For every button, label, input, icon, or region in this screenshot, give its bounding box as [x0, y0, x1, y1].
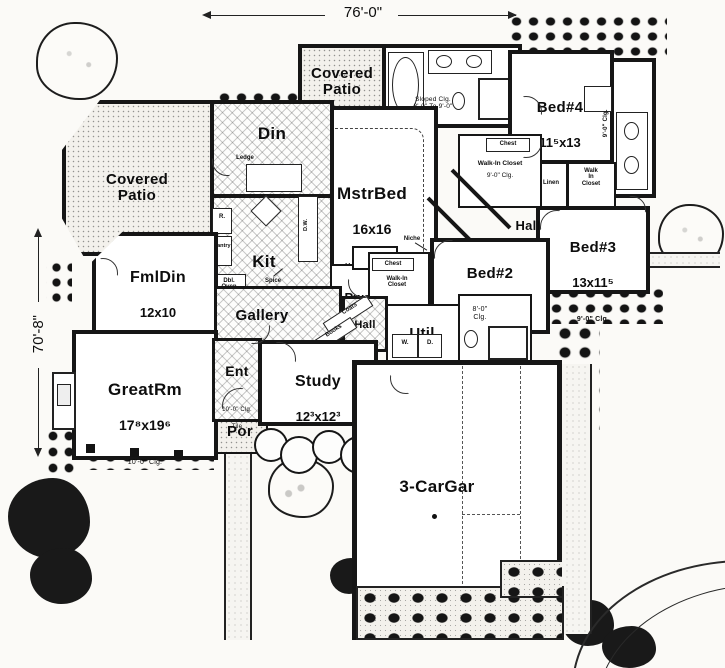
- din-name: Din: [257, 124, 287, 144]
- ent-label: Ent 10'-0" Clg. Tile: [212, 346, 262, 432]
- sink-icon: [466, 55, 482, 68]
- tree-dark-icon: [8, 478, 90, 558]
- wic-bed2-label: Walk-In Closet: [386, 276, 408, 289]
- hall-lower-name: Hall: [354, 319, 376, 332]
- greatrm-label: GreatRm 17⁸x19⁶ 10'-0" Clg.: [84, 364, 206, 469]
- toilet-icon: [452, 92, 465, 110]
- garage-label: 3-CarGar: [399, 477, 475, 496]
- front-walkway: [224, 454, 252, 640]
- shrub-left-upper: [46, 258, 72, 304]
- tub-icon: [392, 57, 419, 113]
- dim-line-top-left: [205, 15, 325, 16]
- toilet-icon: [464, 330, 478, 348]
- greatrm-size: 17⁸x19⁶: [119, 416, 171, 433]
- dim-top-label: 76'-0": [343, 4, 383, 21]
- fmldin-size: 12x10: [139, 304, 177, 320]
- refrigerator-label: R.: [219, 214, 225, 220]
- shrub-left-lower: [42, 426, 76, 474]
- study-name: Study: [295, 373, 341, 391]
- greatrm-name: GreatRm: [108, 380, 182, 400]
- dim-line-left-lower: [38, 368, 39, 450]
- kit-name: Kit: [252, 252, 276, 272]
- bed3-name: Bed#3: [569, 239, 617, 257]
- dim-arrow-left: [202, 11, 211, 19]
- covered-patio-top-label: Covered Patio: [310, 65, 374, 99]
- dim-line-left-upper: [38, 232, 39, 302]
- dim-arrow-up: [34, 228, 42, 237]
- bath-lower-clg: 8'-0" Clg.: [472, 306, 488, 321]
- ent-note: 10'-0" Clg. Tile: [222, 406, 252, 431]
- garage-center-dot: [432, 514, 437, 519]
- garage-dash-line: [520, 366, 521, 634]
- planting-bed: [500, 560, 562, 598]
- firebox: [57, 384, 71, 406]
- dim-left-label: 70'-8": [29, 314, 47, 354]
- closet-divider: [566, 164, 569, 208]
- sink-icon: [624, 122, 639, 140]
- porch-post: [174, 450, 183, 459]
- wic-right-label: Walk In Closet: [581, 168, 601, 187]
- garage-dash-line: [462, 366, 463, 634]
- tree-dark-icon: [30, 548, 92, 604]
- porch-post: [130, 448, 139, 457]
- ent-name: Ent: [225, 363, 249, 380]
- bed3-door-swing: [540, 210, 561, 231]
- bed4-size: 11⁵x13: [539, 134, 581, 150]
- washer-icon: [392, 334, 418, 358]
- spice-label: Spice: [264, 278, 281, 284]
- ledge-label: Ledge: [236, 155, 254, 161]
- front-door-swing: [222, 388, 244, 410]
- washer-label: W.: [401, 340, 409, 346]
- por-label: Por: [227, 423, 253, 440]
- side-walk: [650, 252, 720, 268]
- kitchen-counter-right: [298, 196, 318, 262]
- dim-arrow-down: [34, 448, 42, 457]
- tree-icon: [36, 22, 118, 100]
- bed3-label: Bed#3 13x11⁵ 9'-0" Clg.: [544, 222, 642, 326]
- room-greatrm: [72, 330, 218, 460]
- fmldin-name: FmlDin: [129, 269, 187, 287]
- hedge-top-right: [505, 12, 667, 56]
- dryer-icon: [418, 334, 442, 358]
- kitchen-bar: [246, 164, 302, 192]
- gallery-name: Gallery: [235, 307, 289, 325]
- mstrbed-size: 16x16: [352, 220, 392, 237]
- wic-master-clg: 9'-0" Clg.: [486, 172, 514, 179]
- chest-box: [486, 138, 530, 152]
- mstrbed-name: MstrBed: [336, 184, 408, 204]
- room-gallery: [214, 286, 342, 346]
- chest-master-label: Chest: [499, 141, 517, 147]
- bed2-name: Bed#2: [466, 265, 514, 283]
- pantry-label: Pantry: [213, 243, 231, 249]
- bed2-door-swing: [434, 240, 454, 260]
- refrigerator-box: [212, 208, 232, 234]
- sink-icon: [624, 156, 639, 174]
- room-linen-wic: [536, 162, 616, 210]
- tub-icon: [584, 86, 612, 112]
- dim-line-top-right: [398, 15, 516, 16]
- hall-upper-name: Hall: [515, 218, 541, 234]
- bed4-name: Bed#4: [536, 99, 584, 117]
- chest-bed2-label: Chest: [384, 261, 402, 267]
- bed3-note: 9'-0" Clg.: [576, 316, 610, 324]
- niche-label: Niche: [403, 236, 421, 242]
- linen-label: Linen: [543, 180, 559, 186]
- dishwasher-label: D.W.: [303, 219, 310, 231]
- wic-master-label: Walk-In Closet: [477, 160, 523, 167]
- sink-icon: [436, 55, 452, 68]
- study-size: 12³x12³: [295, 408, 341, 424]
- shower-icon: [488, 326, 528, 360]
- covered-patio-left-label: Covered Patio: [105, 171, 169, 205]
- greatrm-note: 10'-0" Clg.: [127, 459, 163, 467]
- bed3-size: 13x11⁵: [572, 274, 614, 290]
- garage-dash-line: [462, 514, 520, 515]
- dryer-label: D.: [427, 340, 433, 346]
- porch-post: [86, 444, 95, 453]
- chest-box: [372, 258, 414, 271]
- right-bath-clg: 9'-0" Clg.: [602, 109, 609, 138]
